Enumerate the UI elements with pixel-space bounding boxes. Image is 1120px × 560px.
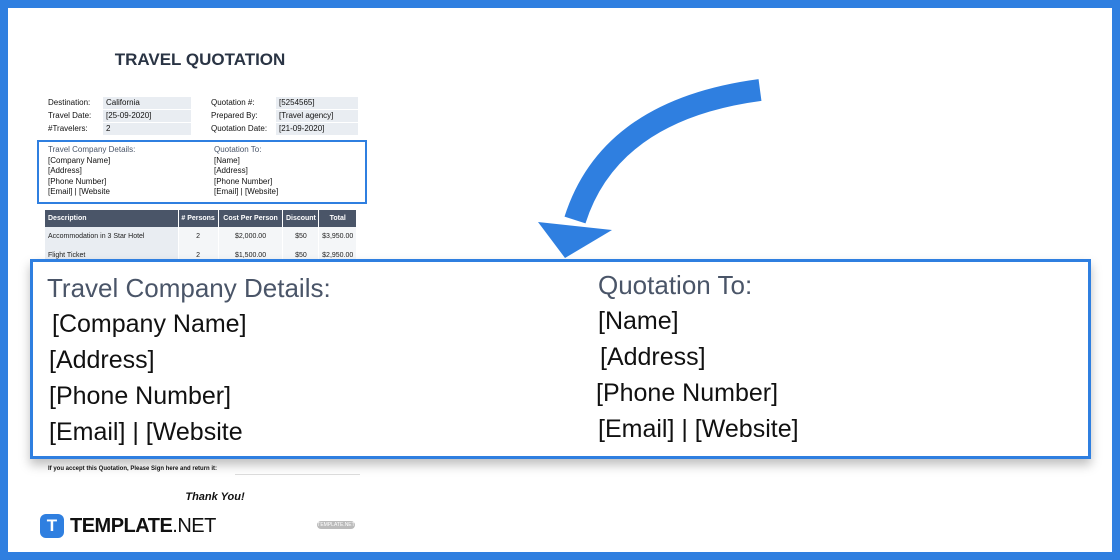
designed-by-badge: TEMPLATE.NET [317,521,355,529]
table-header: Description # Persons Cost Per Person Di… [45,210,357,227]
meta-right: Quotation #: [5254565] Prepared By: [Trave… [211,96,358,135]
value: [5254565] [276,96,358,109]
company-heading: Travel Company Details: [47,273,331,303]
to-heading: Quotation To: [214,145,262,154]
curved-arrow-icon [538,79,762,258]
accept-text: If you accept this Quotation, Please Sig… [48,466,218,472]
label: #Travelers: [48,124,88,133]
to-line: [Email] | [Website] [598,415,799,443]
value: California [103,96,191,109]
label: Quotation Date: [211,124,268,133]
company-line: [Phone Number] [48,176,107,186]
value: [21-09-2020] [276,122,358,135]
company-line: [Email] | [Website [48,187,110,196]
cell: 2 [178,227,219,246]
parties-box-small: Travel Company Details: [Company Name] [… [37,140,367,204]
template-logo: T TEMPLATE.NET [40,514,216,538]
col-header: Total [318,210,357,227]
col-header: # Persons [178,210,219,227]
thanks-text: Thank You! [185,491,245,503]
label: Prepared By: [211,111,258,120]
company-heading: Travel Company Details: [48,145,136,154]
parties-box-zoomed: Travel Company Details: [Company Name] [… [30,259,1091,459]
company-line: [Company Name] [48,155,111,165]
company-line: [Address] [48,166,82,175]
to-line: [Address] [214,166,248,175]
value: 2 [103,122,191,135]
to-line: [Name] [598,307,679,335]
to-line: [Address] [600,343,706,371]
to-heading: Quotation To: [598,270,753,300]
value: [Travel agency] [276,109,358,122]
cell: $2,000.00 [218,227,284,246]
label: Destination: [48,98,91,107]
logo-mark-icon: T [40,514,64,538]
to-line: [Phone Number] [596,379,779,407]
meta-left: Destination: California Travel Date: [25-0… [48,96,191,135]
value: [25-09-2020] [103,109,191,122]
company-line: [Phone Number] [49,382,232,410]
cell: $50 [282,227,320,246]
col-header: Description [45,210,179,227]
to-line: [Phone Number] [214,176,273,186]
logo-suffix: .NET [172,514,216,537]
col-header: Discount [282,210,320,227]
label: Travel Date: [48,111,92,120]
company-line: [Address] [49,346,155,374]
label: Quotation #: [211,98,255,107]
company-line: [Company Name] [52,310,247,338]
logo-text: TEMPLATE.NET [70,515,216,538]
doc-title: TRAVEL QUOTATION [114,50,286,69]
to-line: [Name] [214,155,240,165]
logo-brand: TEMPLATE [70,514,173,537]
signature-line [235,474,360,475]
items-table: Description # Persons Cost Per Person Di… [45,210,357,265]
col-header: Cost Per Person [218,210,284,227]
cell: $3,950.00 [318,227,357,246]
company-line: [Email] | [Website [49,418,243,446]
cell: Accommodation in 3 Star Hotel [45,227,179,246]
to-line: [Email] | [Website] [214,187,279,196]
